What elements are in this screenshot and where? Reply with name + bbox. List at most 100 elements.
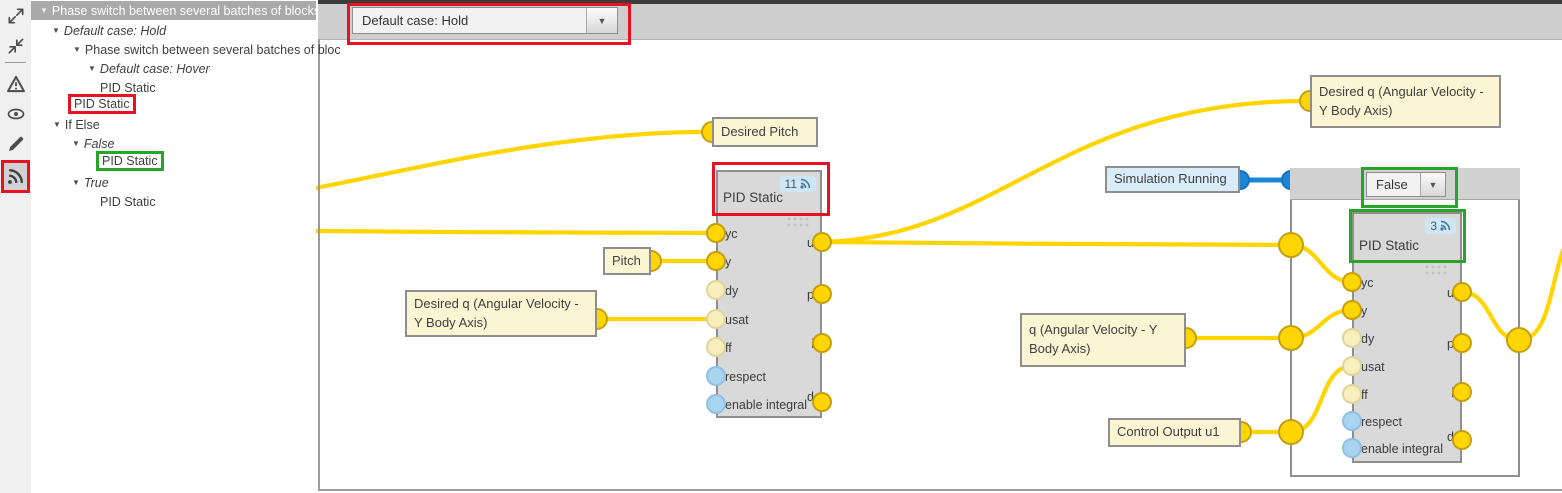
tree-item-pid-static-3[interactable]: PID Static (96, 150, 164, 171)
block-label: Simulation Running (1114, 171, 1227, 187)
wire[interactable] (819, 98, 1309, 245)
block-label: q (Angular Velocity - Y Body Axis) (1029, 322, 1158, 356)
expander-icon[interactable]: ▼ (53, 120, 61, 129)
canvas-left-border (318, 39, 320, 491)
chevron-down-icon[interactable]: ▼ (586, 8, 617, 33)
canvas-bottom-border (318, 489, 1562, 491)
tree-item-phase-switch-child[interactable]: ▼ Phase switch between several batches o… (73, 40, 341, 59)
container-port-out[interactable] (1506, 327, 1532, 353)
default-case-dropdown-value: Default case: Hold (362, 13, 469, 28)
port-label-respect: respect (1361, 415, 1402, 429)
block-pitch[interactable]: Pitch (603, 247, 651, 275)
wire[interactable] (313, 129, 709, 191)
port-label-p: p (1447, 337, 1454, 351)
pid1-port-i[interactable] (812, 333, 832, 353)
pid2-port-p[interactable] (1452, 333, 1472, 353)
tree-item-true[interactable]: ▼ True (72, 173, 109, 192)
port-label-u: u (807, 236, 814, 250)
block-desired-q[interactable]: Desired q (Angular Velocity - Y Body Axi… (405, 290, 597, 337)
expander-icon[interactable]: ▼ (72, 178, 80, 187)
port-label-yc: yc (1361, 276, 1374, 290)
tree-item-label: Default case: Hover (99, 61, 210, 76)
streaming-button[interactable] (1, 160, 30, 193)
block-control-output-u1[interactable]: Control Output u1 (1108, 418, 1241, 447)
expand-icon (8, 8, 23, 24)
port-label-d: d (1447, 430, 1454, 444)
stream-count-badge[interactable]: 11 (779, 176, 816, 192)
pid2-port-y[interactable] (1342, 300, 1362, 320)
pid2-port-dy[interactable] (1342, 328, 1362, 348)
expander-icon[interactable]: ▼ (52, 26, 60, 35)
wire[interactable] (819, 239, 1294, 248)
pid1-port-yc[interactable] (706, 223, 726, 243)
block-label: Desired q (Angular Velocity - Y Body Axi… (1319, 83, 1484, 118)
wire[interactable] (313, 228, 715, 236)
port-label-enable-integral: enable integral (725, 398, 808, 412)
container-port-in-1[interactable] (1278, 232, 1304, 258)
tree-item-label: True (83, 175, 109, 190)
port-label-enable-integral: enable integral (1361, 442, 1444, 456)
tree-item-label: PID Static (68, 93, 136, 114)
pid2-port-enable-integral[interactable] (1342, 438, 1362, 458)
pid1-port-dy[interactable] (706, 280, 726, 300)
expander-icon[interactable]: ▼ (73, 45, 81, 54)
pid1-port-y[interactable] (706, 251, 726, 271)
expander-icon[interactable]: ▼ (40, 6, 48, 15)
port-label-usat: usat (725, 313, 749, 327)
chevron-down-icon[interactable]: ▼ (1420, 173, 1445, 196)
expander-icon[interactable]: ▼ (88, 64, 96, 73)
case-dropdown-false[interactable]: False ▼ (1366, 172, 1446, 197)
pid2-port-usat[interactable] (1342, 356, 1362, 376)
pid2-port-respect[interactable] (1342, 411, 1362, 431)
port-label-respect: respect (725, 370, 766, 384)
pid1-port-ff[interactable] (706, 337, 726, 357)
pid1-port-respect[interactable] (706, 366, 726, 386)
expand-all-button[interactable] (0, 2, 31, 30)
port-label-ff: ff (725, 341, 732, 355)
pid2-port-yc[interactable] (1342, 272, 1362, 292)
pid1-port-usat[interactable] (706, 309, 726, 329)
port-label-ff: ff (1361, 388, 1368, 402)
block-desired-pitch[interactable]: Desired Pitch (712, 117, 818, 147)
tree-item-false[interactable]: ▼ False (72, 134, 115, 153)
expander-icon[interactable]: ▼ (72, 139, 80, 148)
pid1-port-enable-integral[interactable] (706, 394, 726, 414)
pid-static-block-1[interactable]: PID Static 11 yc y dy usat ff respect en… (716, 170, 822, 418)
container-port-in-3[interactable] (1278, 419, 1304, 445)
badge-count: 3 (1430, 219, 1437, 233)
pid2-port-d[interactable] (1452, 430, 1472, 450)
tree-item-pid-static-1[interactable]: PID Static (100, 78, 156, 97)
tree-item-if-else[interactable]: ▼ If Else (53, 115, 100, 134)
drag-grip[interactable] (1424, 264, 1448, 276)
port-label-dy: dy (725, 284, 739, 298)
tool-sidebar (0, 0, 32, 493)
pid2-port-u[interactable] (1452, 282, 1472, 302)
tree-item-label: Default case: Hold (63, 23, 167, 38)
default-case-dropdown[interactable]: Default case: Hold ▼ (352, 7, 618, 34)
stream-count-badge[interactable]: 3 (1425, 218, 1456, 234)
tree-item-default-case-hold[interactable]: ▼ Default case: Hold (52, 21, 166, 40)
tree-item-phase-switch-root[interactable]: ▼ Phase switch between several batches o… (31, 1, 316, 20)
pid-static-block-2[interactable]: PID Static 3 yc y dy usat ff respect ena… (1352, 212, 1462, 463)
block-desired-q-top[interactable]: Desired q (Angular Velocity - Y Body Axi… (1310, 75, 1501, 128)
pid2-port-ff[interactable] (1342, 384, 1362, 404)
block-q-angular[interactable]: q (Angular Velocity - Y Body Axis) (1020, 313, 1186, 367)
pid1-port-p[interactable] (812, 284, 832, 304)
container-port-in-2[interactable] (1278, 325, 1304, 351)
tree-item-default-case-hover[interactable]: ▼ Default case: Hover (88, 59, 210, 78)
warnings-button[interactable] (0, 70, 31, 98)
pid1-port-u[interactable] (812, 232, 832, 252)
edit-button[interactable] (0, 130, 31, 158)
collapse-all-button[interactable] (0, 32, 31, 60)
visibility-button[interactable] (0, 100, 31, 128)
tree-item-label: PID Static (100, 80, 156, 95)
drag-grip[interactable] (786, 216, 810, 228)
tree-item-pid-static-4[interactable]: PID Static (100, 192, 156, 211)
signal-icon (8, 168, 24, 184)
block-label: Desired Pitch (721, 123, 799, 139)
pid2-port-i[interactable] (1452, 382, 1472, 402)
pid1-port-d[interactable] (812, 392, 832, 412)
tree-item-pid-static-2[interactable]: PID Static (68, 93, 136, 114)
block-simulation-running[interactable]: Simulation Running (1105, 166, 1240, 193)
